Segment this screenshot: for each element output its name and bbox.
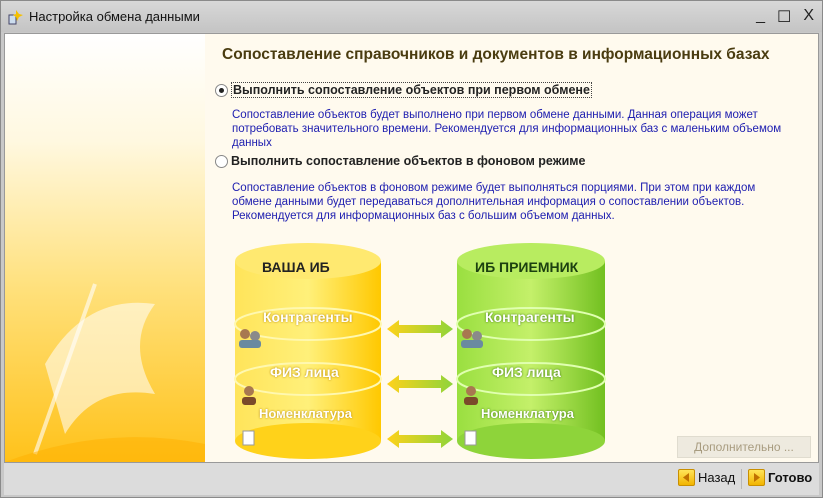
contacts-icon — [239, 329, 261, 348]
app-icon — [7, 9, 23, 25]
window-title: Настройка обмена данными — [29, 9, 200, 24]
back-button[interactable]: Назад — [678, 469, 735, 486]
content-area: Сопоставление справочников и документов … — [4, 33, 819, 463]
option-description: Сопоставление объектов будет выполнено п… — [232, 109, 782, 149]
sync-arrows — [387, 320, 453, 448]
maximize-button[interactable]: ☐ — [776, 9, 792, 26]
back-label: Назад — [698, 470, 736, 485]
footer-bar: Назад Готово — [4, 463, 819, 495]
close-button[interactable]: X — [803, 7, 814, 24]
document-icon — [242, 430, 255, 446]
done-label: Готово — [768, 470, 813, 485]
arrow-right-icon — [748, 469, 765, 486]
person-icon — [464, 386, 478, 405]
option-description: Сопоставление объектов в фоновом режиме … — [232, 182, 756, 222]
more-button[interactable]: Дополнительно ... — [677, 436, 811, 458]
target-item: ФИЗ лица — [492, 364, 561, 380]
radio-unselected[interactable] — [215, 154, 228, 168]
source-db-cylinder — [234, 243, 382, 459]
option-label: Выполнить сопоставление объектов при пер… — [231, 82, 592, 98]
person-icon — [242, 386, 256, 405]
source-db-title: ВАША ИБ — [262, 259, 330, 275]
side-banner — [5, 34, 205, 462]
finish-flag-icon — [5, 283, 205, 462]
done-button[interactable]: Готово — [748, 469, 812, 486]
title-bar[interactable]: Настройка обмена данными _ ☐ X — [1, 1, 822, 32]
option-label: Выполнить сопоставление объектов в фонов… — [231, 154, 586, 168]
source-item: ФИЗ лица — [270, 364, 339, 380]
document-icon — [464, 430, 477, 446]
target-item: Номенклатура — [481, 406, 574, 421]
target-db-cylinder — [456, 243, 606, 459]
page-heading: Сопоставление справочников и документов … — [222, 46, 770, 63]
source-item: Контрагенты — [263, 309, 353, 325]
minimize-button[interactable]: _ — [756, 7, 765, 24]
option-first-exchange[interactable]: Выполнить сопоставление объектов при пер… — [215, 82, 592, 98]
source-item: Номенклатура — [259, 406, 352, 421]
radio-selected[interactable] — [215, 83, 228, 97]
contacts-icon — [461, 329, 483, 348]
target-db-title: ИБ ПРИЕМНИК — [475, 259, 579, 275]
arrow-left-icon — [678, 469, 695, 486]
option-background[interactable]: Выполнить сопоставление объектов в фонов… — [215, 154, 585, 168]
exchange-diagram — [234, 243, 606, 459]
target-item: Контрагенты — [485, 309, 575, 325]
separator — [741, 469, 742, 489]
